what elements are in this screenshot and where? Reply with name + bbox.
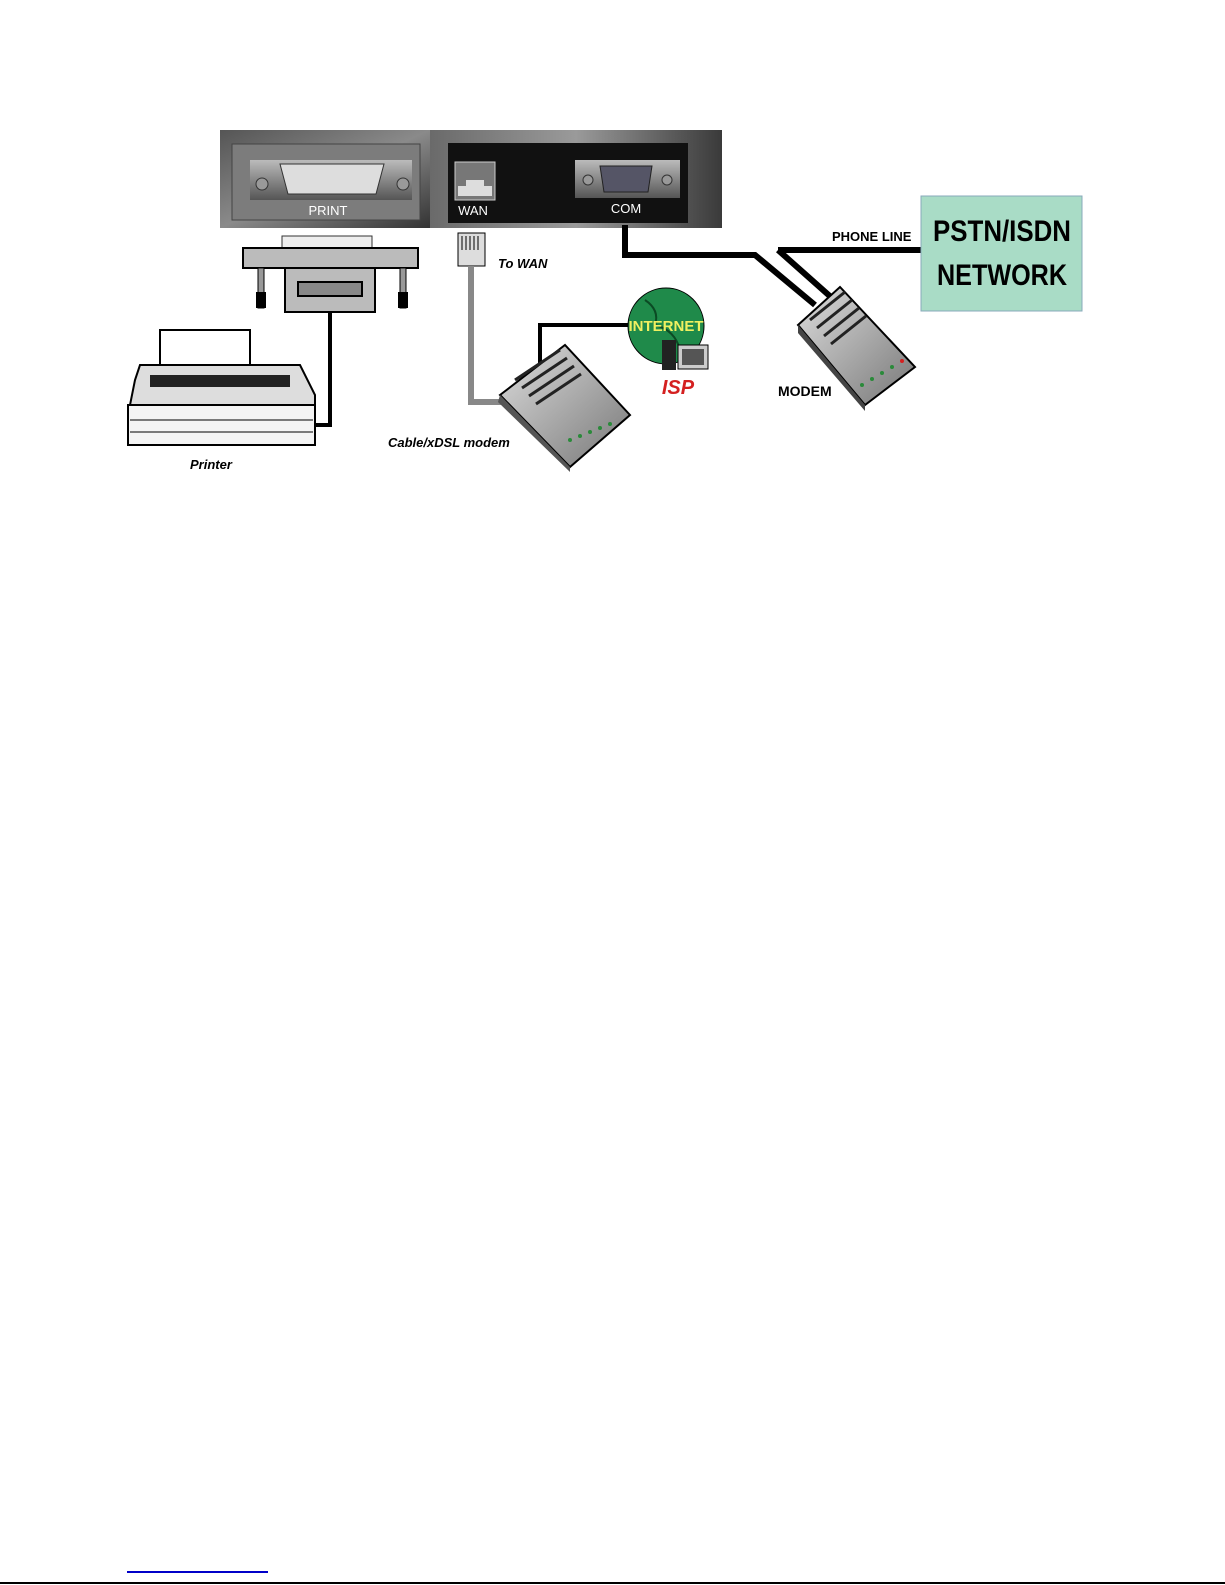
isp-cable — [538, 323, 632, 370]
cable-modem-icon — [498, 343, 632, 472]
modem-label: MODEM — [778, 383, 832, 399]
internet-label: INTERNET — [629, 318, 704, 335]
rj45-plug-icon — [457, 232, 486, 267]
printer-label: Printer — [190, 457, 233, 472]
isp-computer-icon — [662, 340, 709, 370]
com-cable — [622, 225, 817, 308]
cable-modem-label: Cable/xDSL modem — [388, 435, 510, 450]
wan-port-label: WAN — [458, 203, 488, 218]
com-port-label: COM — [611, 201, 641, 216]
pstn-isdn-network-box — [920, 195, 1083, 312]
router-rear-panel: PRINT WAN COM — [220, 130, 722, 228]
network-label-line1: PSTN/ISDN — [933, 215, 1071, 248]
network-label-line2: NETWORK — [937, 259, 1067, 292]
to-wan-label: To WAN — [498, 256, 548, 271]
footnote-link-underline[interactable] — [127, 1571, 268, 1573]
phone-line-label: PHONE LINE — [832, 229, 912, 244]
printer-icon — [127, 329, 316, 446]
wan-cable — [468, 266, 505, 405]
phone-line-cable — [776, 247, 922, 301]
parallel-connector-icon — [242, 235, 419, 313]
isp-label: ISP — [662, 377, 695, 399]
modem-icon — [796, 285, 917, 411]
network-connection-diagram: PRINT WAN COM Printer To WAN Cable — [127, 130, 1083, 472]
print-port-label: PRINT — [309, 203, 348, 218]
footer-divider — [0, 1582, 1225, 1584]
